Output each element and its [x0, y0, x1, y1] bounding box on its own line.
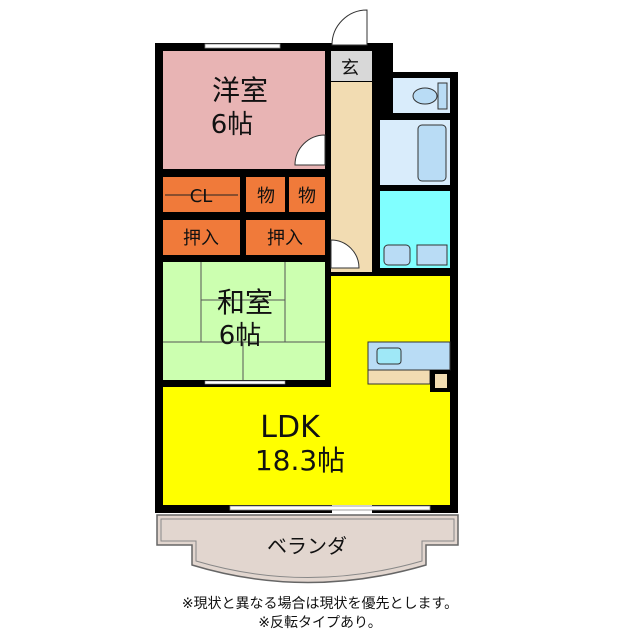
note-2: ※反転タイプあり。: [258, 615, 382, 631]
japanese-room-size: 6帖: [219, 321, 262, 351]
ldk-name: LDK: [260, 410, 321, 445]
window: [204, 43, 281, 49]
front-door: [331, 9, 368, 46]
entrance: [331, 51, 372, 81]
western-room: [163, 51, 325, 169]
japanese-room: [163, 262, 325, 380]
japanese-room-name: 和室: [217, 286, 273, 319]
oshiire-label-1: 押入: [183, 228, 219, 249]
storage-label-1: 物: [257, 186, 275, 207]
closet-label: CL: [190, 186, 213, 207]
western-room-name: 洋室: [212, 74, 268, 107]
note-1: ※現状と異なる場合は現状を優先とします。: [181, 596, 459, 612]
western-room-size: 6帖: [211, 110, 254, 140]
sink: [376, 347, 402, 365]
storage: [289, 177, 325, 212]
balcony-label: ベランダ: [267, 534, 347, 558]
window: [229, 505, 431, 511]
entrance-label: 玄: [341, 58, 359, 79]
storage: [246, 177, 285, 212]
storage-label-2: 物: [298, 186, 316, 207]
door: [294, 134, 326, 166]
oshiire: [246, 220, 325, 255]
oshiire-label-2: 押入: [267, 228, 303, 249]
ldk-room: [163, 276, 450, 505]
oshiire: [163, 220, 240, 255]
balcony: [156, 514, 459, 584]
ldk-size: 18.3帖: [255, 444, 345, 477]
